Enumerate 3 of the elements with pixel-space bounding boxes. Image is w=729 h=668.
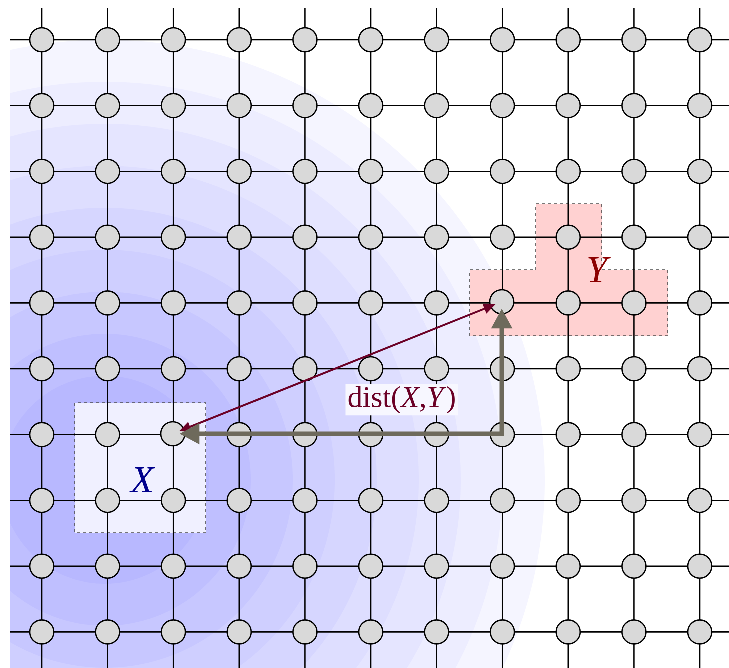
edge-label: dist(X,Y) [348,386,455,414]
lattice-point [489,289,515,315]
lattice-point [160,421,186,447]
